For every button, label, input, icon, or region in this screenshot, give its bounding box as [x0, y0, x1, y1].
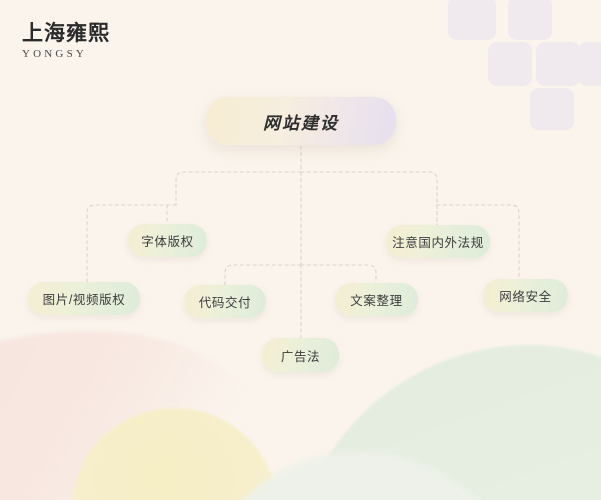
- mindmap-node-label: 文案整理: [350, 294, 403, 308]
- mindmap-node-media-copyright[interactable]: 图片/视频版权: [28, 282, 140, 315]
- mindmap-root-label: 网站建设: [263, 113, 339, 133]
- mindmap-node-label: 注意国内外法规: [392, 236, 484, 250]
- brand-name-en: YONGSY: [22, 48, 88, 61]
- decor-square: [578, 42, 601, 86]
- mindmap-node-copy-organizing[interactable]: 文案整理: [335, 283, 418, 316]
- mindmap-node-label: 字体版权: [141, 235, 194, 249]
- decor-square: [530, 88, 574, 130]
- mindmap-node-advertising-law[interactable]: 广告法: [262, 338, 339, 372]
- mindmap-node-label: 代码交付: [198, 296, 252, 310]
- mindmap-node-network-security[interactable]: 网络安全: [483, 279, 568, 312]
- decor-square: [536, 42, 580, 86]
- decor-square: [488, 42, 532, 86]
- mindmap-node-label: 图片/视频版权: [42, 293, 126, 307]
- connector-to-code-delivery: [224, 264, 302, 286]
- mindmap-root-node[interactable]: 网站建设: [206, 97, 396, 145]
- decor-blob-green: [290, 345, 601, 500]
- mindmap-node-label: 网络安全: [499, 290, 552, 304]
- mindmap-node-font-copyright[interactable]: 字体版权: [128, 224, 207, 257]
- decor-blob-yellow: [72, 408, 277, 500]
- mindmap-node-label: 广告法: [280, 349, 321, 364]
- mindmap-node-regulations[interactable]: 注意国内外法规: [386, 225, 490, 258]
- brand-logo: 上海雍熙 YONGSY: [22, 21, 110, 61]
- connector-to-copy-organizing: [300, 264, 377, 284]
- mindmap-node-code-delivery[interactable]: 代码交付: [184, 285, 266, 318]
- connector-right-spine: [300, 171, 438, 226]
- decor-square: [508, 0, 552, 40]
- brand-name-cn: 上海雍熙: [22, 21, 110, 45]
- decor-square: [448, 0, 496, 40]
- connector-left-spine: [175, 171, 302, 206]
- decor-blob-green-secondary: [210, 452, 510, 500]
